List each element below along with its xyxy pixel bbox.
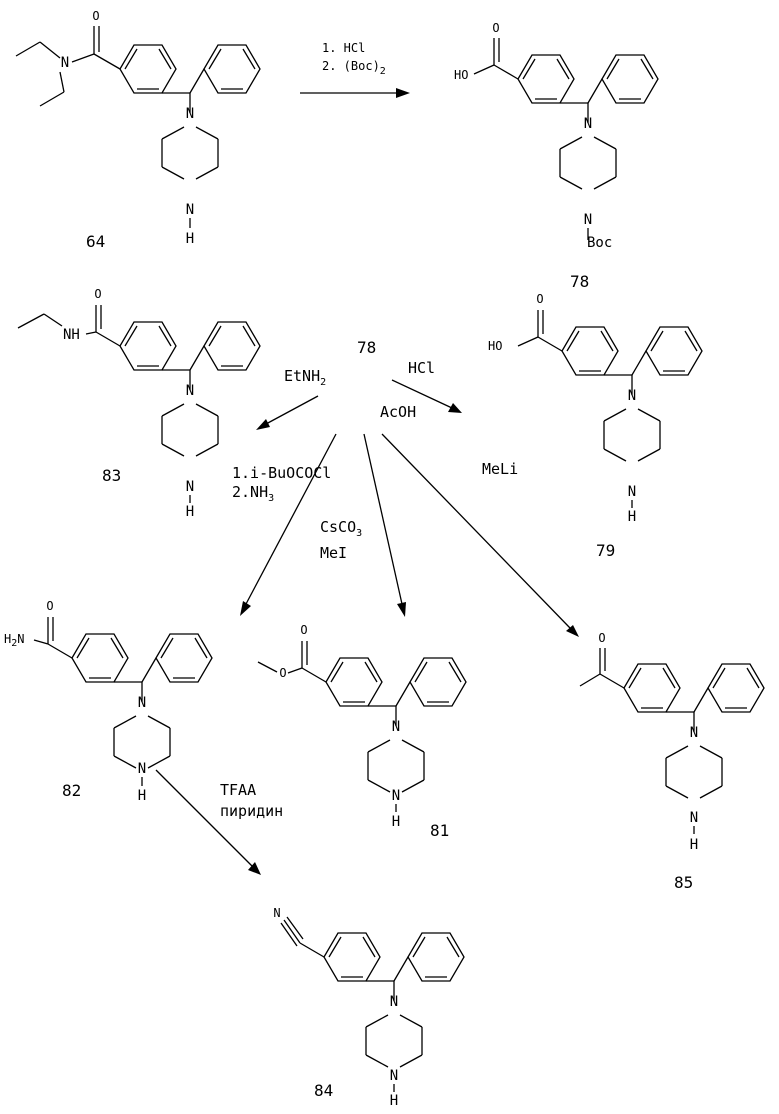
nitrogen-label: N [690,725,698,741]
reagent-cesium-carbonate: CsCO3 [320,518,362,539]
compound-84: N N H N 84 [273,906,464,1109]
nitrogen-label: N [390,1068,398,1084]
compound-78-label: 78 [357,338,376,357]
reaction-arrow-82-to-84: TFAA пиридин [156,770,283,875]
amide-nitrogen-label: N [61,55,69,71]
nitrogen-label: N [138,695,146,711]
reagent-methyllithium: MeLi [482,460,518,478]
hydrogen-label: H [390,1093,398,1109]
compound-number: 81 [430,821,449,840]
reaction-arrow-78-to-83 [256,396,318,430]
nitrogen-label: N [390,994,398,1010]
reagent-hcl: 1. HCl [322,41,365,55]
reaction-arrow-64-to-78: 1. HCl 2. (Boc)2 [300,41,410,98]
nitrogen-label: N [690,810,698,826]
nitrogen-label: N [628,388,636,404]
reaction-arrow-78-to-85 [382,434,579,637]
oxygen-label: O [492,21,499,35]
oxygen-label: O [46,599,53,613]
compound-number: 64 [86,232,105,251]
compound-number: 83 [102,466,121,485]
reagent-methyl-iodide: MeI [320,544,347,562]
compound-82: N N H O H2N 82 [4,599,212,804]
reagent-hcl-branch: HCl [408,359,435,377]
boc-label: Boc [587,235,612,251]
reagent-isobutyl-chloroformate: 1.i-BuOCOCl [232,464,331,482]
nitrogen-label: N [186,106,194,122]
oxygen-label: O [94,287,101,301]
nitrogen-label: N [628,484,636,500]
hydrogen-label: H [690,837,698,853]
compound-85: N N H O 85 [580,631,764,892]
nitrogen-label: N [392,788,400,804]
hydrogen-label: H [628,509,636,525]
nitrogen-label: N [186,202,194,218]
nitrogen-label: N [186,479,194,495]
hydrogen-label: H [392,814,400,830]
reagent-ammonia: 2.NH3 [232,483,274,504]
ester-oxygen-label: O [279,666,286,680]
oxygen-label: O [536,292,543,306]
compound-81: N N H O O 81 [258,623,466,840]
compound-number: 84 [314,1081,333,1100]
oxygen-label: O [300,623,307,637]
nitrile-nitrogen-label: N [273,906,280,920]
compound-79: N N H O HO 79 [488,292,702,560]
compound-number: 85 [674,873,693,892]
nitrogen-label: N [186,383,194,399]
nitrogen-label: N [138,761,146,777]
compound-number: 82 [62,781,81,800]
hydrogen-label: H [186,504,194,520]
compound-83: N N H O NH 83 [18,287,260,520]
compound-78: N N Boc O HO 78 [454,21,658,291]
hydrogen-label: H [186,231,194,247]
amide-nh-label: NH [63,327,80,343]
reaction-arrow-78-to-81 [364,434,406,617]
reagent-tfaa: TFAA [220,781,256,799]
compound-64: N N H O N 64 [16,9,260,251]
oxygen-label: O [598,631,605,645]
nitrogen-label: N [584,116,592,132]
hydroxyl-label: HO [454,68,468,82]
nitrogen-label: N [584,212,592,228]
hydroxyl-label: HO [488,339,502,353]
reagent-pyridine: пиридин [220,802,283,820]
reagent-ethylamine: EtNH2 [284,367,326,388]
amine-label: H2N [4,632,25,649]
nitrogen-label: N [392,719,400,735]
reagent-boc2o: 2. (Boc)2 [322,59,386,77]
hydrogen-label: H [138,788,146,804]
reagent-acetic-acid: AcOH [380,403,416,421]
compound-number: 79 [596,541,615,560]
compound-number: 78 [570,272,589,291]
oxygen-label: O [92,9,99,23]
